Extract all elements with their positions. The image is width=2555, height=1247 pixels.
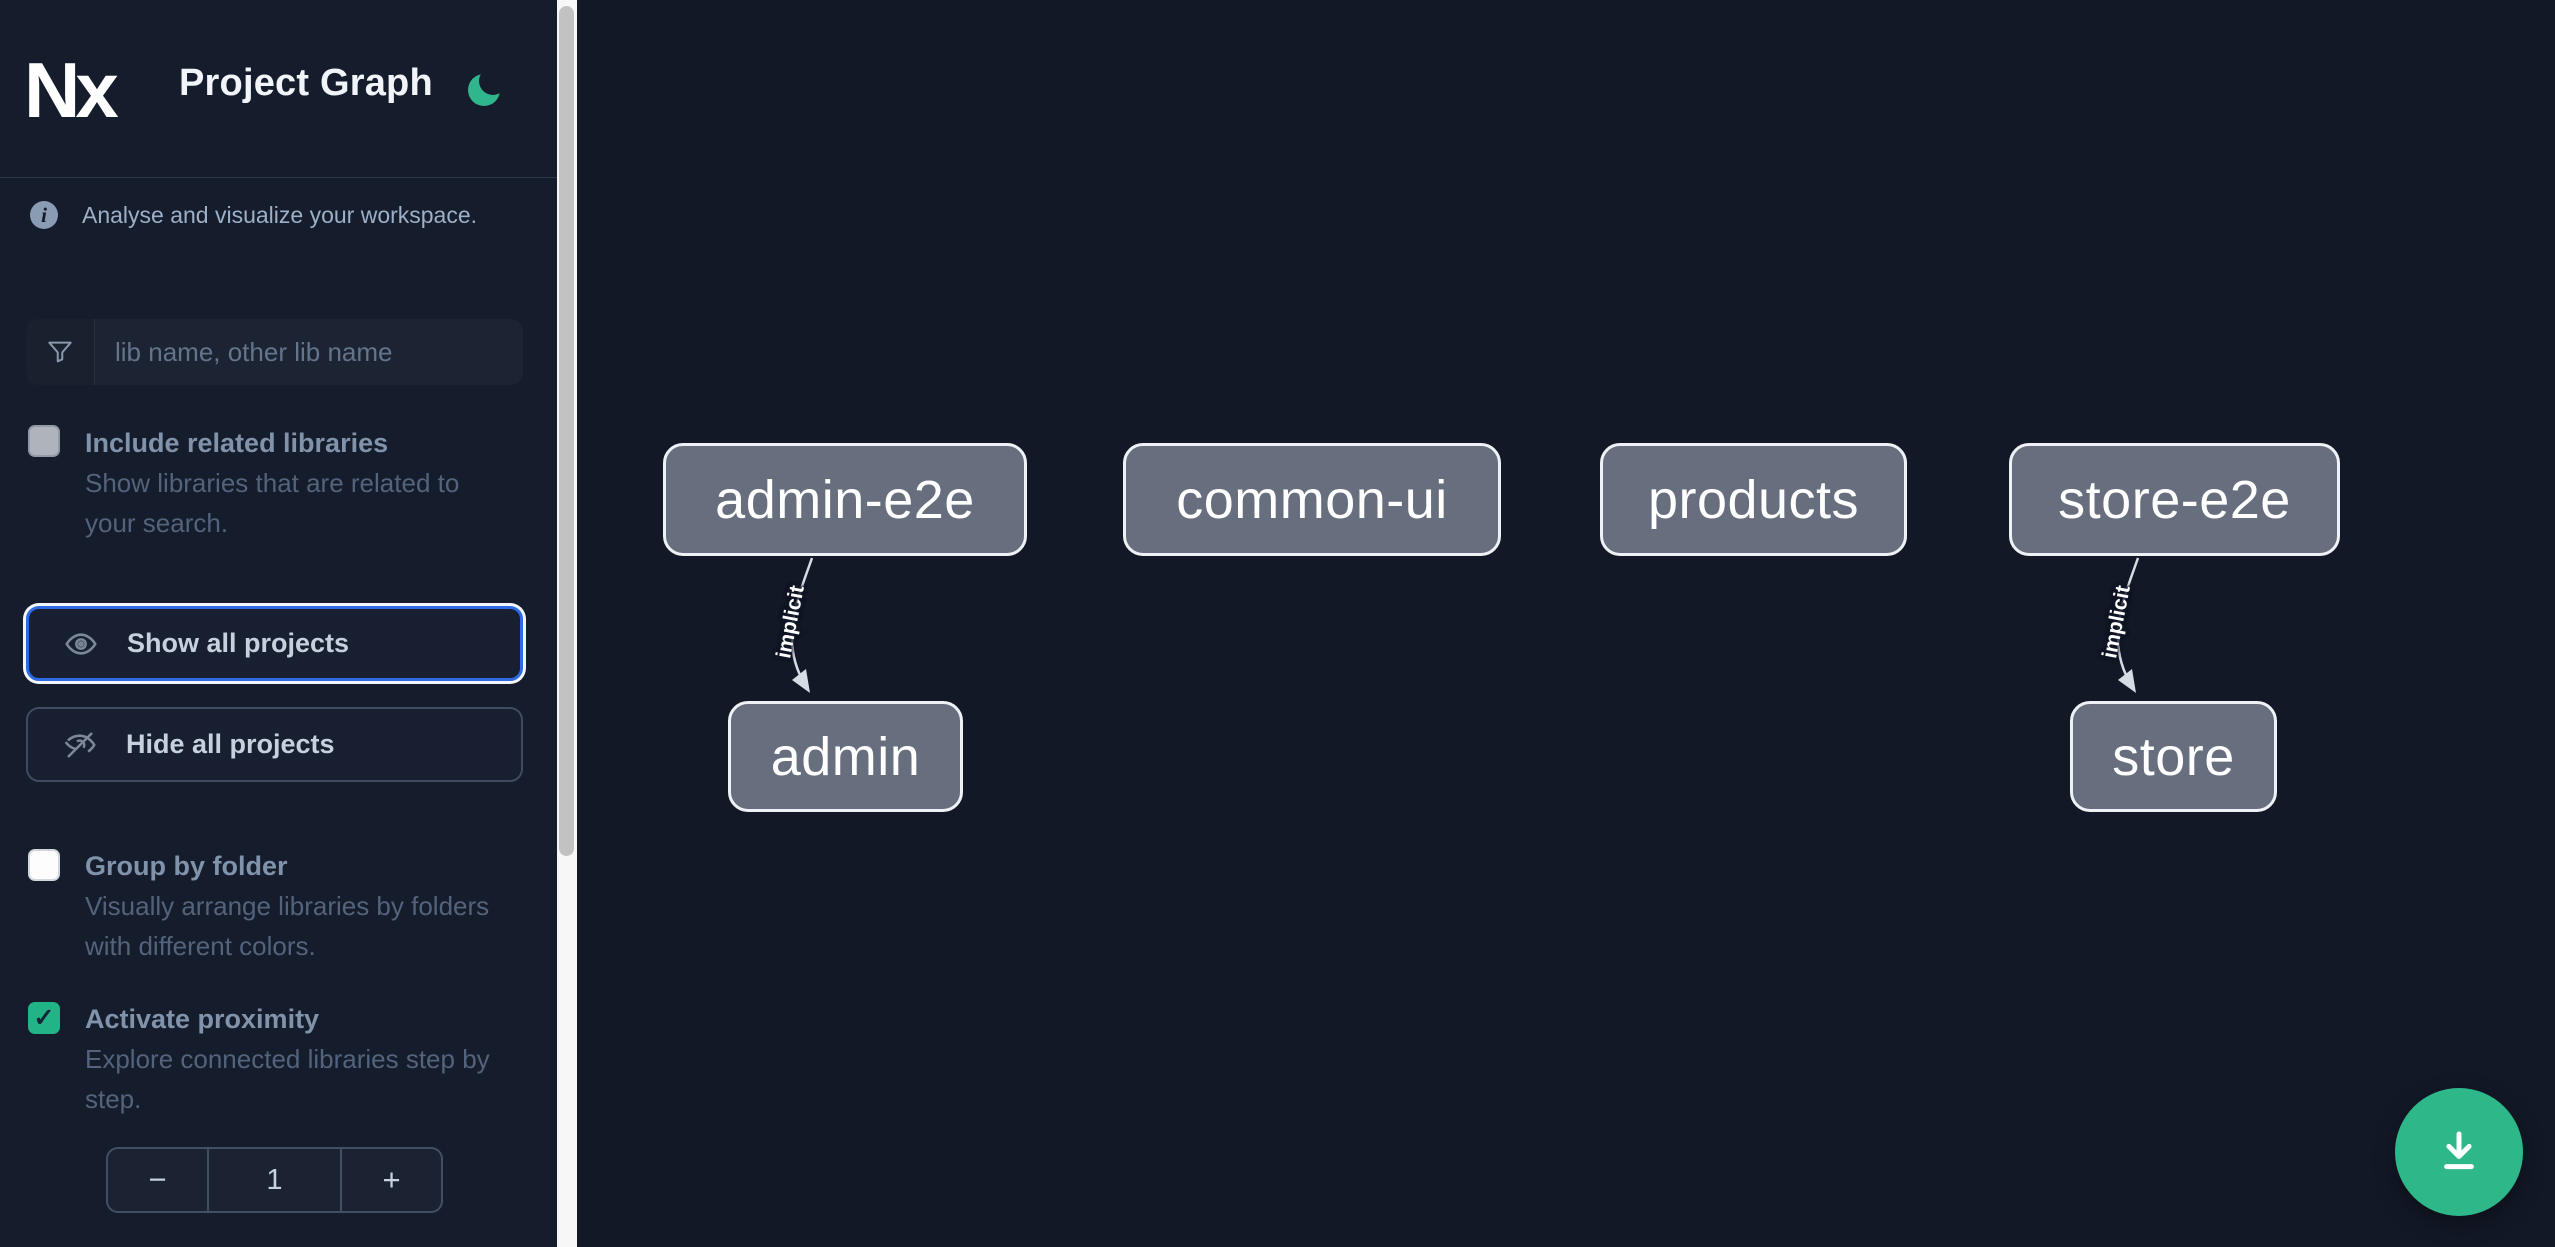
activate-proximity-checkbox[interactable]: ✓ — [28, 1002, 60, 1034]
activate-proximity-label: Activate proximity — [85, 1004, 320, 1034]
include-related-checkbox[interactable] — [28, 425, 60, 457]
graph-node-store-e2e[interactable]: store-e2e — [2009, 443, 2340, 556]
eye-icon — [65, 632, 97, 655]
info-icon: i — [30, 201, 58, 229]
download-image-button[interactable] — [2395, 1088, 2523, 1216]
proximity-value: 1 — [207, 1149, 342, 1211]
theme-toggle-button[interactable] — [462, 64, 510, 112]
show-all-projects-button[interactable]: Show all projects — [26, 606, 523, 681]
download-icon — [2444, 1131, 2474, 1170]
proximity-increment-button[interactable]: + — [342, 1149, 441, 1211]
graph-node-common-ui[interactable]: common-ui — [1123, 443, 1501, 556]
sidebar-scrollbar-thumb[interactable] — [559, 6, 574, 856]
group-by-folder-label: Group by folder — [85, 851, 288, 881]
sidebar: Nx Project Graph i Analyse and visualize… — [0, 0, 557, 1247]
hide-all-projects-button[interactable]: Hide all projects — [26, 707, 523, 782]
nx-logo: Nx — [24, 50, 134, 130]
funnel-icon — [26, 319, 95, 385]
graph-node-products[interactable]: products — [1600, 443, 1907, 556]
sidebar-header: Nx Project Graph — [0, 0, 557, 178]
hide-all-projects-label: Hide all projects — [126, 729, 335, 759]
moon-icon — [468, 67, 507, 106]
tagline-row: i Analyse and visualize your workspace. — [30, 201, 477, 229]
group-by-folder-description: Visually arrange libraries by folders wi… — [85, 891, 490, 961]
graph-node-admin-e2e[interactable]: admin-e2e — [663, 443, 1027, 556]
tagline-text: Analyse and visualize your workspace. — [82, 201, 478, 228]
graph-canvas[interactable] — [577, 0, 2555, 1247]
graph-node-store[interactable]: store — [2070, 701, 2277, 812]
page-title: Project Graph — [179, 62, 433, 104]
show-all-projects-label: Show all projects — [127, 628, 350, 658]
proximity-decrement-button[interactable]: − — [108, 1149, 207, 1211]
filter-searchbar — [26, 319, 523, 385]
eye-off-icon — [64, 731, 96, 758]
filter-input[interactable] — [95, 319, 523, 385]
group-by-folder-checkbox[interactable] — [28, 849, 60, 881]
activate-proximity-description: Explore connected libraries step by step… — [85, 1044, 490, 1114]
include-related-description: Show libraries that are related to your … — [85, 468, 460, 538]
check-icon: ✓ — [33, 1003, 55, 1032]
nx-logo-text: Nx — [24, 46, 119, 134]
include-related-label: Include related libraries — [85, 428, 389, 458]
sidebar-scrollbar-track[interactable] — [557, 0, 577, 1247]
proximity-stepper: − 1 + — [106, 1147, 443, 1213]
graph-node-admin[interactable]: admin — [728, 701, 963, 812]
